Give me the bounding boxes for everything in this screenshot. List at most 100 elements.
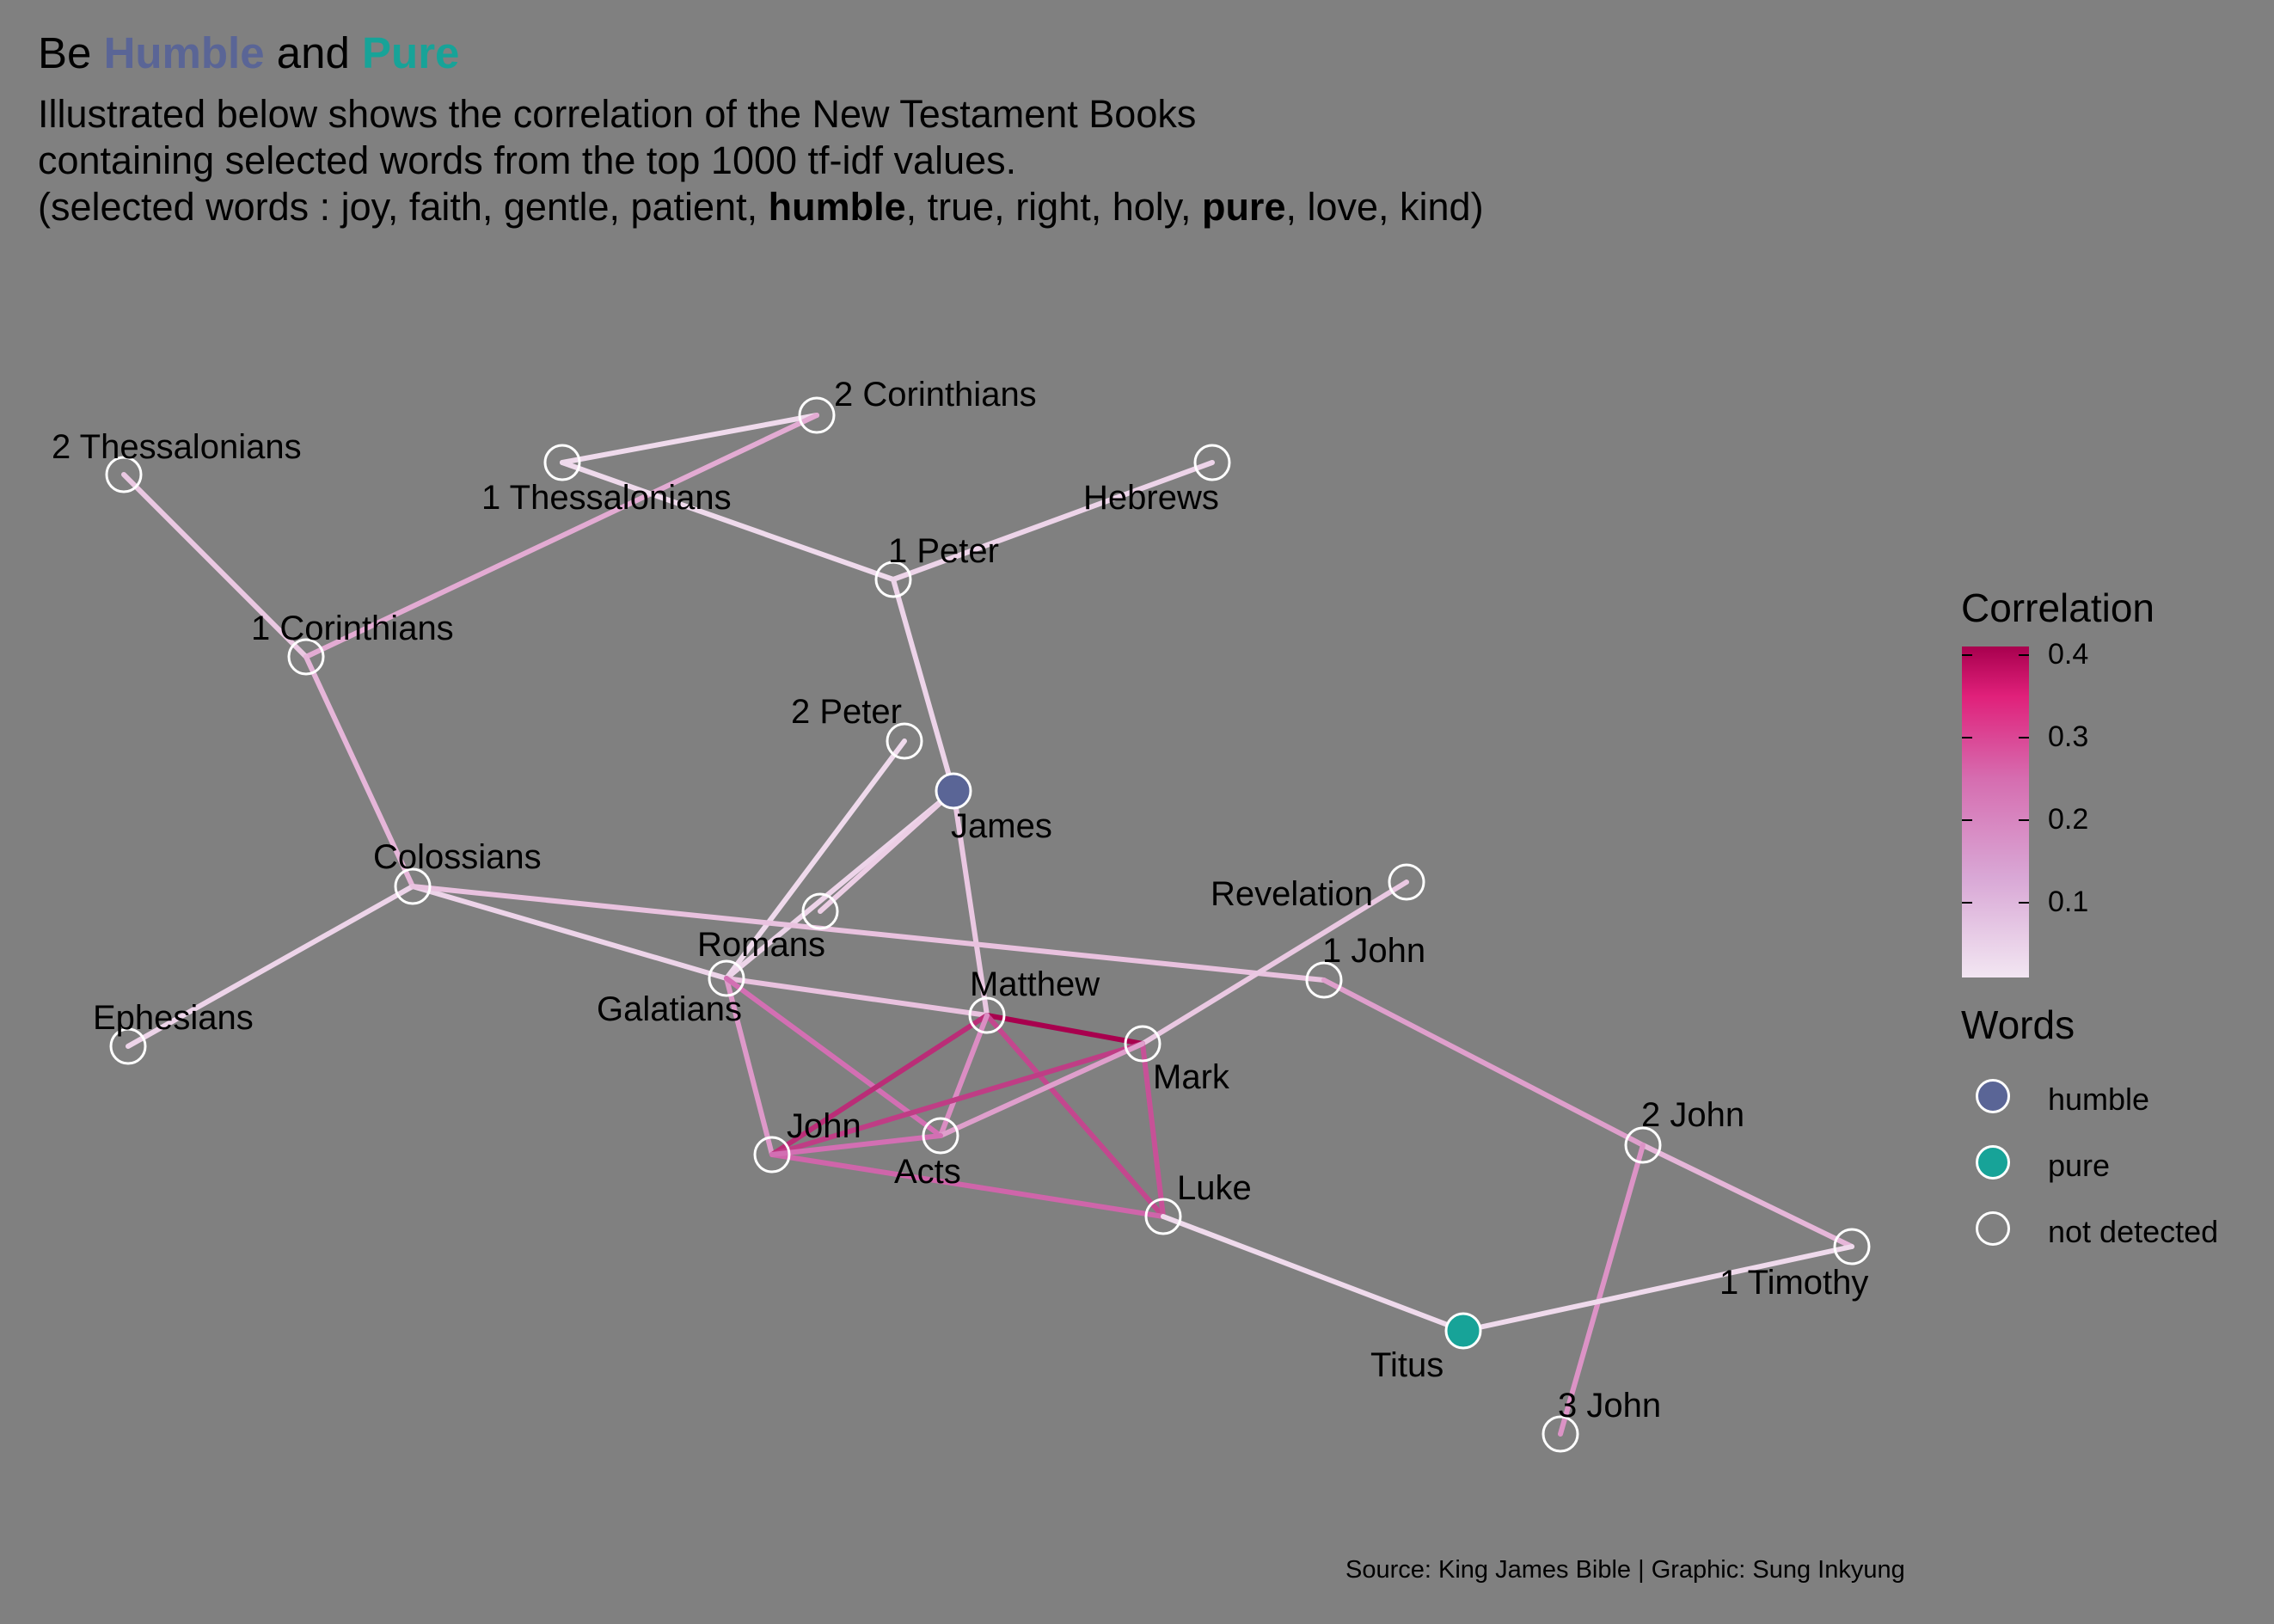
edge-1-john-2-john xyxy=(1321,977,1646,1148)
subtitle-line-3: (selected words : joy, faith, gentle, pa… xyxy=(38,184,1484,230)
edge-2-peter-galatians xyxy=(724,738,907,981)
node-label-1-thessalonians: 1 Thessalonians xyxy=(481,479,732,517)
node-label-luke: Luke xyxy=(1177,1169,1252,1207)
node-2-corinthians xyxy=(798,396,836,434)
edge-matthew-acts xyxy=(938,1013,990,1138)
edge-1-corinthians-2-corinthians xyxy=(303,413,819,659)
edge-matthew-john xyxy=(769,1013,990,1157)
figure-title: Be Humble and Pure xyxy=(38,28,459,78)
node-label-titus: Titus xyxy=(1370,1346,1443,1384)
node-label-2-corinthians: 2 Corinthians xyxy=(834,376,1037,414)
node-label-2-thessalonians: 2 Thessalonians xyxy=(52,428,302,466)
edge-james-matthew xyxy=(951,788,990,1018)
node-label-acts: Acts xyxy=(894,1153,961,1191)
node-revelation xyxy=(1388,863,1425,901)
subtitle-words-e: , love, kind) xyxy=(1285,185,1484,229)
edge-galatians-matthew xyxy=(724,976,990,1018)
edge-1-thessalonians-1-peter xyxy=(560,460,896,582)
edge-matthew-mark xyxy=(984,1013,1145,1046)
subtitle-line-2: containing selected words from the top 1… xyxy=(38,138,1017,182)
legend-label-humble: humble xyxy=(2048,1082,2150,1117)
legend-key-not-detected xyxy=(1976,1211,2010,1246)
node-matthew xyxy=(968,996,1006,1034)
node-2-john xyxy=(1624,1126,1662,1164)
node-colossians xyxy=(394,867,432,905)
node-mark xyxy=(1124,1025,1162,1063)
node-ephesians xyxy=(109,1027,147,1065)
legend-label-pure: pure xyxy=(2048,1148,2111,1183)
edge-luke-titus xyxy=(1161,1214,1466,1333)
labels-layer: 2 Corinthians 2 Thessalonians 1 Thessaloni… xyxy=(52,376,1868,1425)
colorbar-tick-label: 0.4 xyxy=(2048,638,2089,671)
node-label-1-peter: 1 Peter xyxy=(888,532,999,570)
colorbar-gradient xyxy=(1962,647,2029,977)
edge-1-thessalonians-2-corinthians xyxy=(560,413,819,465)
node-label-matthew: Matthew xyxy=(970,965,1100,1003)
node-label-1-corinthians: 1 Corinthians xyxy=(251,610,454,647)
edge-galatians-acts xyxy=(724,976,943,1138)
edge-colossians-1-john xyxy=(410,884,1327,983)
figure-subtitle: Illustrated below shows the correlation … xyxy=(38,91,1484,230)
node-label-2-john: 2 John xyxy=(1641,1096,1744,1134)
nodes-layer xyxy=(105,396,1871,1453)
node-label-romans: Romans xyxy=(697,926,825,964)
node-james xyxy=(935,772,972,810)
node-label-james: James xyxy=(951,807,1052,845)
node-label-galatians: Galatians xyxy=(597,990,742,1028)
edge-revelation-mark xyxy=(1140,879,1409,1046)
node-label-3-john: 3 John xyxy=(1558,1387,1661,1425)
subtitle-word-humble: humble xyxy=(768,185,906,229)
title-word-humble: Humble xyxy=(103,28,265,77)
edge-james-romans xyxy=(818,788,956,914)
edge-1-peter-james xyxy=(891,577,956,794)
edge-colossians-galatians xyxy=(410,884,729,981)
node-label-mark: Mark xyxy=(1153,1058,1230,1096)
edge-mark-luke xyxy=(1140,1041,1166,1219)
node-john xyxy=(753,1136,791,1174)
node-label-revelation: Revelation xyxy=(1211,875,1373,913)
node-label-colossians: Colossians xyxy=(373,838,542,876)
node-1-thessalonians xyxy=(543,444,581,481)
edge-john-luke xyxy=(769,1152,1166,1219)
node-label-hebrews: Hebrews xyxy=(1083,479,1219,517)
legend-label-not-detected: not detected xyxy=(2048,1214,2219,1249)
node-3-john xyxy=(1542,1415,1579,1453)
correlation-colorbar xyxy=(1962,647,2029,977)
edge-mark-acts xyxy=(938,1041,1145,1138)
node-1-corinthians xyxy=(287,638,325,676)
title-middle: and xyxy=(264,28,363,77)
legend-words-title: Words xyxy=(1961,1002,2075,1047)
subtitle-words-a: (selected words : joy, faith, gentle, pa… xyxy=(38,185,769,229)
node-1-timothy xyxy=(1833,1228,1871,1265)
edge-matthew-luke xyxy=(984,1013,1166,1219)
node-1-peter xyxy=(874,561,912,598)
edges-layer xyxy=(121,413,1854,1437)
node-galatians xyxy=(708,959,745,997)
edge-2-thessalonians-1-corinthians xyxy=(121,472,309,659)
node-label-2-peter: 2 Peter xyxy=(791,693,902,731)
edge-galatians-john xyxy=(724,976,775,1157)
colorbar-tick-label: 0.2 xyxy=(2048,803,2089,836)
node-label-ephesians: Ephesians xyxy=(93,999,254,1037)
edge-titus-1-timothy xyxy=(1461,1244,1854,1333)
edge-mark-john xyxy=(769,1041,1145,1157)
node-label-1-john: 1 John xyxy=(1322,932,1425,970)
edge-1-corinthians-colossians xyxy=(303,654,415,889)
title-word-pure: Pure xyxy=(362,28,460,77)
edge-colossians-ephesians xyxy=(126,884,415,1049)
node-luke xyxy=(1144,1198,1182,1235)
legend-correlation-title: Correlation xyxy=(1961,585,2154,630)
node-label-1-timothy: 1 Timothy xyxy=(1719,1264,1868,1302)
node-acts xyxy=(922,1117,959,1155)
edge-2-john-3-john xyxy=(1558,1143,1646,1437)
colorbar-tick-label: 0.1 xyxy=(2048,886,2089,918)
node-titus xyxy=(1444,1312,1482,1350)
node-romans xyxy=(801,892,839,930)
node-hebrews xyxy=(1193,444,1231,481)
node-label-john: John xyxy=(787,1107,861,1145)
node-2-peter xyxy=(886,722,923,760)
colorbar-tick-label: 0.3 xyxy=(2048,720,2089,753)
node-2-thessalonians xyxy=(105,456,143,493)
